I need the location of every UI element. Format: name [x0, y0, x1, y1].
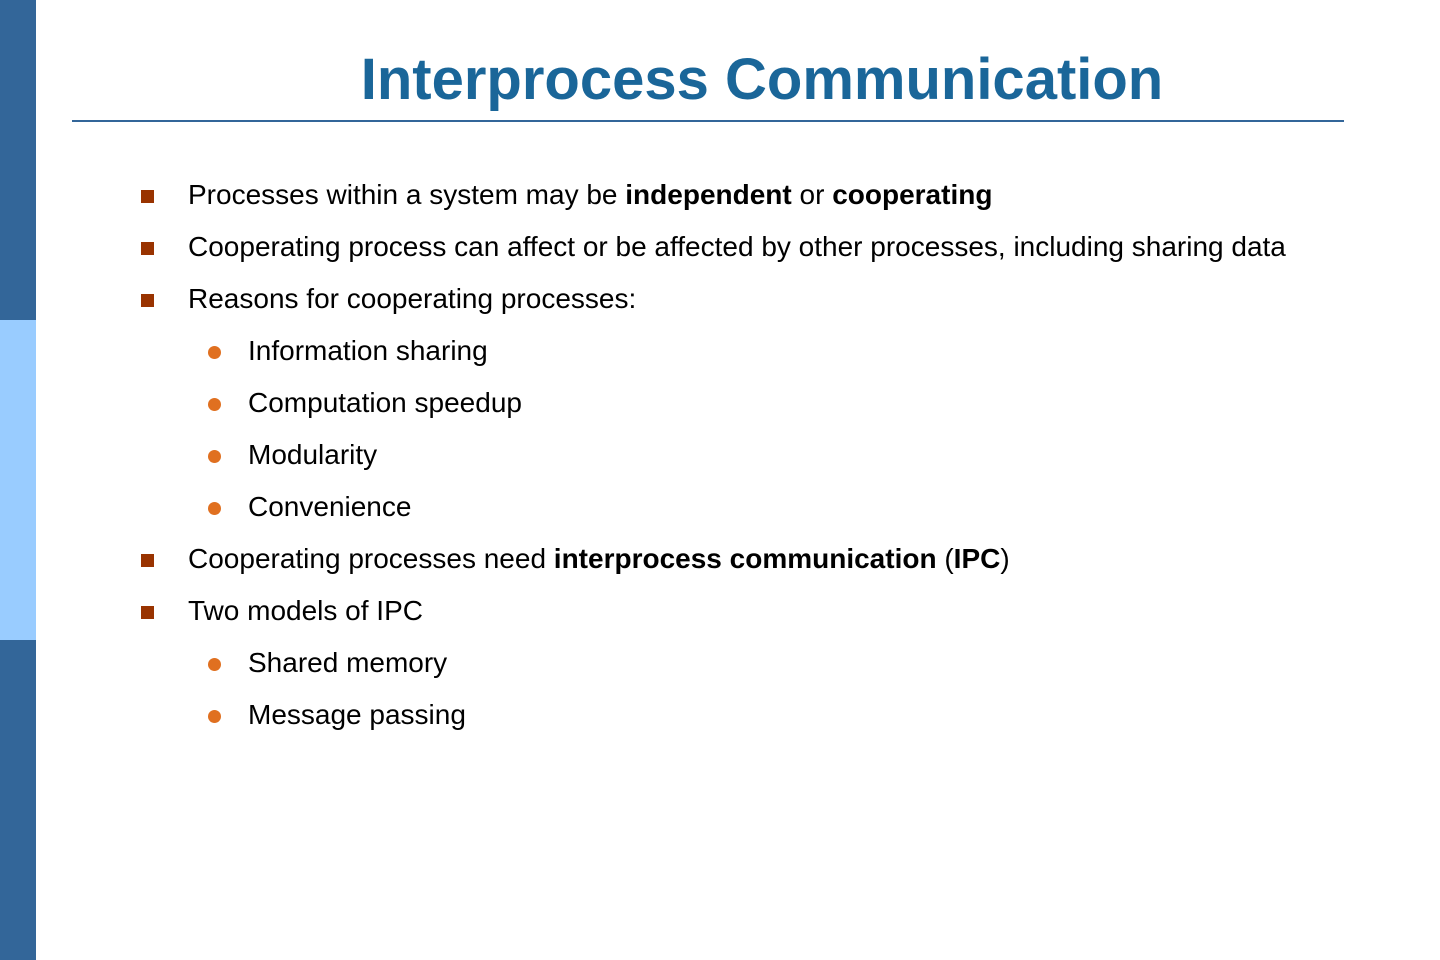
sub-bullet-item: Message passing: [136, 696, 1300, 734]
text-segment: Convenience: [248, 491, 412, 522]
bullet-text: Convenience: [248, 488, 1300, 526]
bold-term: interprocess communication: [553, 543, 937, 574]
dot-bullet-icon: [208, 398, 221, 411]
square-bullet-icon: [141, 242, 154, 255]
bullet-text: Information sharing: [248, 332, 1300, 370]
text-segment: Shared memory: [248, 647, 448, 678]
bullet-text: Processes within a system may be indepen…: [188, 176, 1300, 214]
bullet-item: Processes within a system may be indepen…: [136, 176, 1300, 214]
sub-bullet-item: Computation speedup: [136, 384, 1300, 422]
bullet-text: Computation speedup: [248, 384, 1300, 422]
dot-bullet-icon: [208, 346, 221, 359]
side-accent-bar: [0, 0, 36, 960]
text-segment: Cooperating processes need: [188, 543, 554, 574]
text-segment: Message passing: [248, 699, 466, 730]
sub-bullet-item: Shared memory: [136, 644, 1300, 682]
dot-bullet-icon: [208, 658, 221, 671]
bullet-text: Cooperating process can affect or be aff…: [188, 228, 1300, 266]
dot-bullet-icon: [208, 450, 221, 463]
dot-bullet-icon: [208, 710, 221, 723]
sub-bullet-item: Information sharing: [136, 332, 1300, 370]
bullet-text: Message passing: [248, 696, 1300, 734]
text-segment: Information sharing: [248, 335, 488, 366]
text-segment: or: [791, 179, 833, 210]
bullet-item: Cooperating processes need interprocess …: [136, 540, 1300, 578]
side-bar-middle-segment: [0, 320, 36, 640]
text-segment: (: [936, 543, 954, 574]
text-segment: ): [1000, 543, 1010, 574]
bullet-text: Reasons for cooperating processes:: [188, 280, 1300, 318]
sub-bullet-item: Modularity: [136, 436, 1300, 474]
bullet-item: Reasons for cooperating processes:: [136, 280, 1300, 318]
sub-bullet-item: Convenience: [136, 488, 1300, 526]
text-segment: Processes within a system may be: [188, 179, 626, 210]
bullet-text: Cooperating processes need interprocess …: [188, 540, 1300, 578]
slide-title: Interprocess Communication: [360, 47, 1164, 112]
dot-bullet-icon: [208, 502, 221, 515]
bold-term: cooperating: [832, 179, 993, 210]
square-bullet-icon: [141, 190, 154, 203]
bullet-text: Modularity: [248, 436, 1300, 474]
title-divider: [72, 120, 1344, 122]
square-bullet-icon: [141, 554, 154, 567]
square-bullet-icon: [141, 294, 154, 307]
text-segment: Computation speedup: [248, 387, 522, 418]
text-segment: Two models of IPC: [188, 595, 423, 626]
text-segment: Cooperating process can affect or be aff…: [188, 231, 1286, 262]
square-bullet-icon: [141, 606, 154, 619]
bullet-text: Shared memory: [248, 644, 1300, 682]
text-segment: Reasons for cooperating processes:: [188, 283, 637, 314]
bullet-text: Two models of IPC: [188, 592, 1300, 630]
bold-term: IPC: [953, 543, 1001, 574]
bullet-item: Two models of IPC: [136, 592, 1300, 630]
bold-term: independent: [625, 179, 792, 210]
side-bar-bottom-segment: [0, 640, 36, 960]
bullet-item: Cooperating process can affect or be aff…: [136, 228, 1300, 266]
text-segment: Modularity: [248, 439, 378, 470]
bullet-list: Processes within a system may be indepen…: [136, 176, 1300, 748]
side-bar-top-segment: [0, 0, 36, 320]
